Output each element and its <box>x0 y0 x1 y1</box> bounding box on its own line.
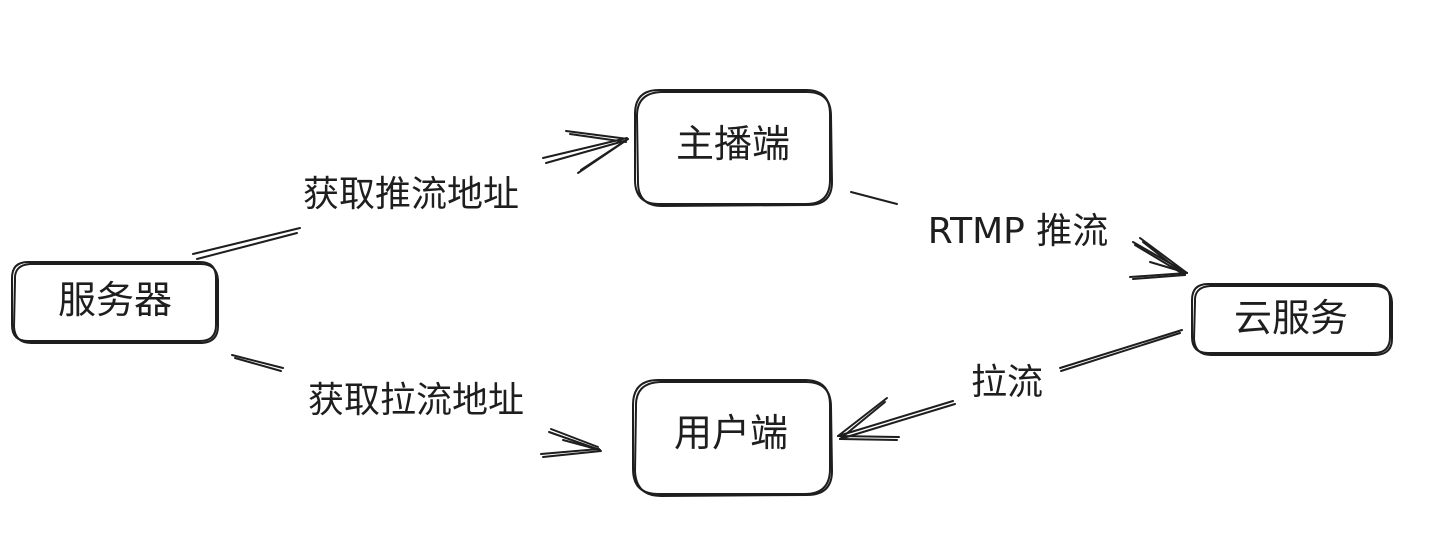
edge-get-push-url <box>192 130 629 260</box>
edge-pull <box>837 329 1183 441</box>
arrowhead-pull-url <box>548 428 601 451</box>
edge-label-pull: 拉流 <box>971 362 1043 403</box>
node-cloud: 云服务 <box>1191 283 1393 356</box>
arrowhead-rtmp-push <box>1129 237 1188 280</box>
edge-label-rtmp-push: RTMP 推流 <box>928 211 1109 252</box>
node-label-server: 服务器 <box>58 278 172 322</box>
arrowhead-pull <box>837 397 900 441</box>
node-streamer: 主播端 <box>634 89 833 207</box>
node-viewer: 用户端 <box>632 379 833 497</box>
edge-get-pull-url <box>231 354 602 458</box>
node-label-viewer: 用户端 <box>674 411 788 455</box>
edge-label-get-pull-url: 获取拉流地址 <box>308 380 524 421</box>
edge-rtmp-push <box>850 191 1188 280</box>
node-server: 服务器 <box>11 261 219 344</box>
arrowhead-push-url <box>565 130 629 174</box>
node-label-streamer: 主播端 <box>676 122 790 166</box>
edge-label-get-push-url: 获取推流地址 <box>303 174 519 215</box>
node-label-cloud: 云服务 <box>1234 296 1348 340</box>
